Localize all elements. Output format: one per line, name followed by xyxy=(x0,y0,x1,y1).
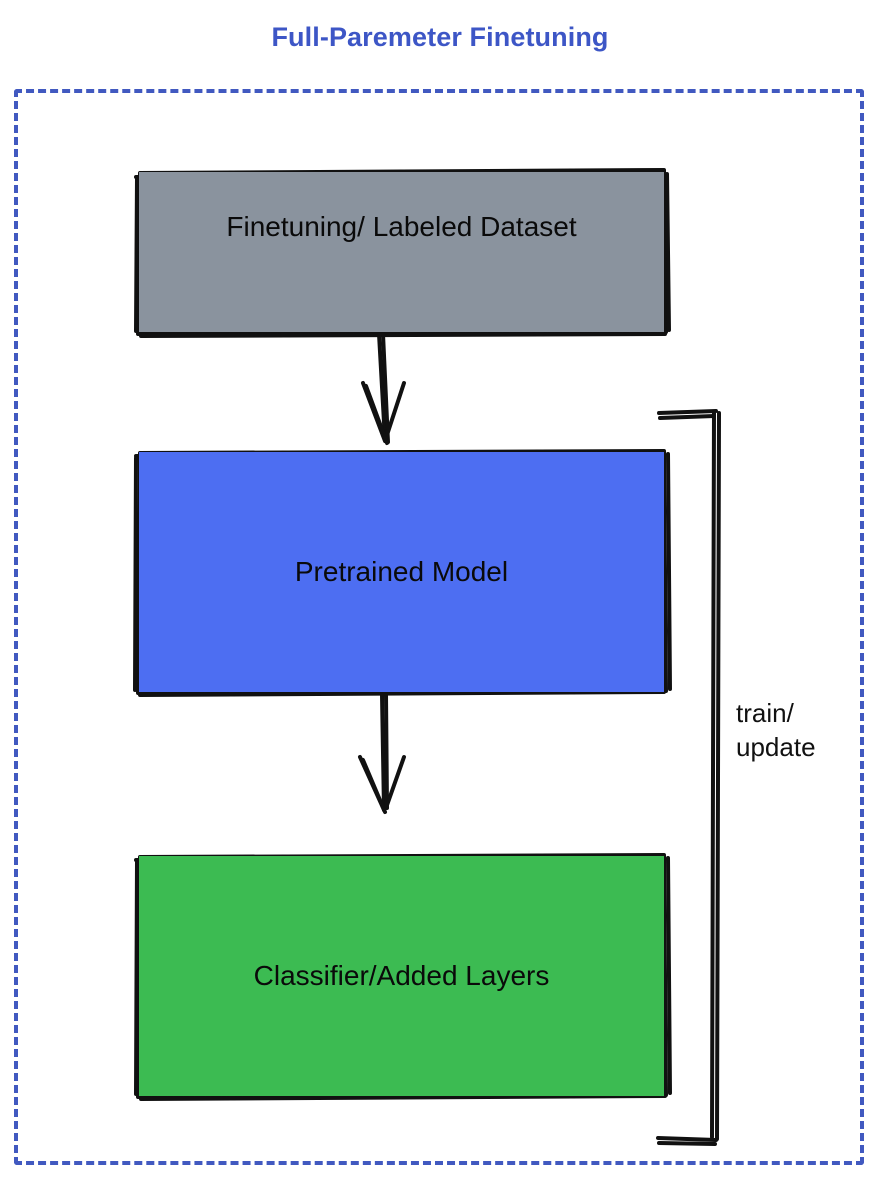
node-pretrained[interactable]: Pretrained Model xyxy=(139,452,664,692)
node-classifier-label: Classifier/Added Layers xyxy=(253,960,550,992)
edge-label-train-update: train/ update xyxy=(736,698,816,762)
dashed-group-frame xyxy=(14,89,864,1165)
node-dataset-label: Finetuning/ Labeled Dataset xyxy=(226,211,577,242)
node-pretrained-label: Pretrained Model xyxy=(294,556,509,588)
page-title: Full-Paremeter Finetuning xyxy=(271,22,609,52)
node-dataset[interactable]: Finetuning/ Labeled Dataset xyxy=(139,172,664,332)
node-classifier[interactable]: Classifier/Added Layers xyxy=(139,856,664,1096)
